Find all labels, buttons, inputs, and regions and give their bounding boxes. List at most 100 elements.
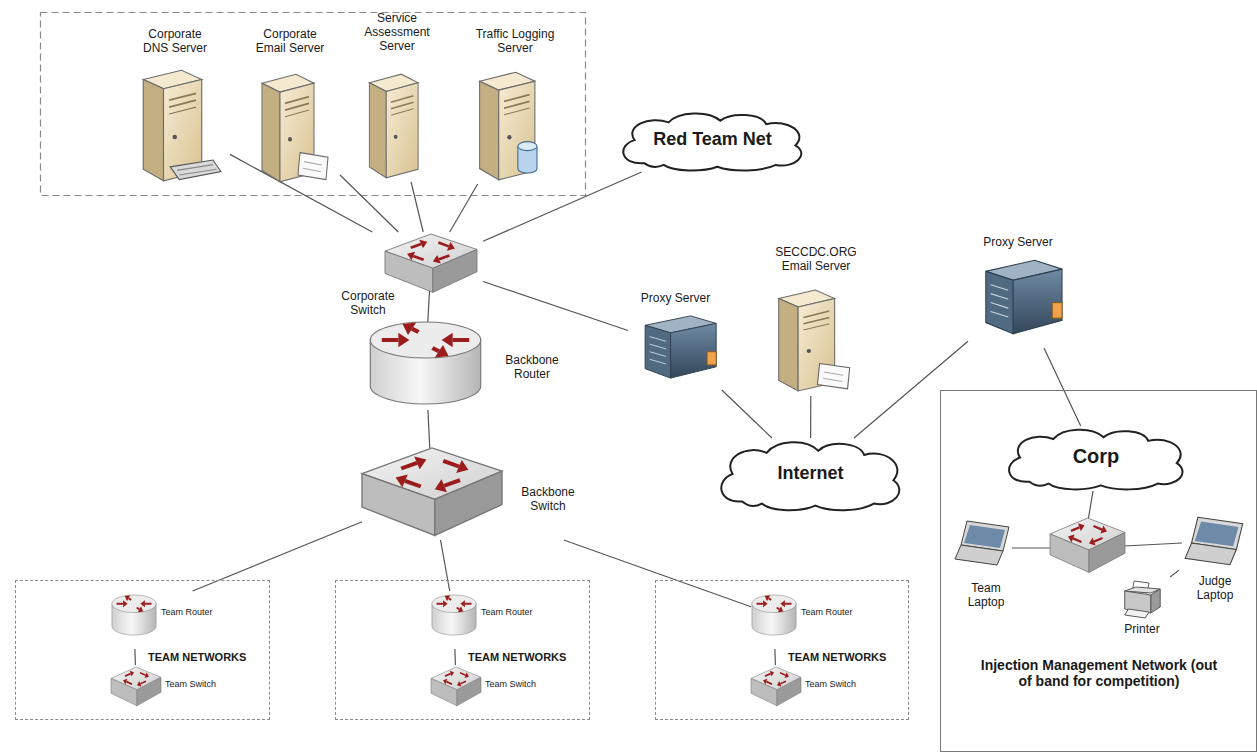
drawing-part (145, 603, 152, 605)
drawing-part (504, 95, 530, 102)
drawing-part (288, 137, 292, 141)
connector (1170, 570, 1179, 577)
connector (483, 282, 628, 331)
drawing-part (303, 168, 321, 171)
drawing-part (765, 595, 770, 601)
drawing-part (770, 671, 774, 677)
laptop-icon (1183, 515, 1247, 569)
node-label: Team Switch (485, 679, 549, 689)
drawing-part (465, 603, 472, 605)
connector-line (454, 649, 456, 665)
node-label: Corporate Email Server (252, 28, 328, 56)
drawing-part (170, 160, 221, 180)
node-label: Injection Management Network (out of ban… (976, 657, 1222, 689)
connector (774, 649, 776, 665)
sw-node: Team Switch (431, 665, 551, 719)
drawing-part (285, 110, 309, 117)
drawing-part (179, 169, 216, 175)
drawing-part (991, 285, 1009, 291)
drawing-part (460, 600, 464, 607)
drawing-part (432, 595, 476, 613)
drawing-part (817, 364, 849, 389)
node-label: Corporate DNS Server (137, 28, 213, 56)
drawing-part (403, 323, 417, 336)
drawing-part (123, 679, 127, 685)
drawing-part (126, 682, 132, 685)
drawing-part (382, 338, 399, 342)
drawing-part (1071, 527, 1079, 531)
drawing-part (443, 679, 447, 685)
connector (428, 410, 430, 448)
sw-icon (751, 667, 801, 707)
drawing-part (137, 677, 161, 706)
drawing-part (955, 545, 1003, 565)
drawing-part (444, 480, 460, 486)
drawing-part (173, 135, 178, 140)
server-icon (360, 72, 435, 180)
node-label: Team Router (801, 607, 869, 617)
drawing-part (757, 603, 764, 605)
drawing-part (765, 674, 771, 677)
drawing-part (405, 481, 421, 487)
drawing-part (778, 606, 783, 612)
node-label: Printer (1111, 623, 1173, 637)
sw-node: Team Switch (111, 665, 231, 719)
drawing-part (1089, 538, 1096, 546)
drawing-part (177, 165, 213, 171)
drawing-part (777, 608, 780, 610)
proxy-icon (976, 258, 1064, 336)
drawing-part (435, 471, 502, 535)
drawing-part (807, 349, 811, 353)
drawing-part (394, 135, 398, 139)
connector (722, 390, 772, 438)
sw-node: Corporate Switch (335, 232, 483, 321)
node-label: TEAM NETWORKS (468, 651, 586, 664)
connector-line (450, 184, 478, 232)
drawing-part (991, 294, 1009, 300)
sw-icon (111, 667, 161, 707)
sw-node: Backbone Switch (362, 448, 592, 540)
drawing-part (1151, 589, 1160, 613)
proxy-node: Proxy Server (628, 292, 726, 390)
serverKb-icon (132, 68, 222, 183)
drawing-part (779, 299, 798, 391)
router-node: Team Router (751, 591, 871, 649)
connector-line (774, 649, 776, 665)
connector (483, 172, 642, 241)
drawing-part (432, 348, 439, 351)
drawing-part (130, 671, 134, 677)
drawing-part (707, 352, 716, 365)
switch-arrows (1068, 523, 1107, 545)
drawing-part (140, 681, 146, 684)
sw-icon (385, 234, 477, 294)
drawing-part (442, 333, 453, 347)
drawing-part (650, 344, 666, 349)
group-box: TEAM NETWORKSTeam RouterTeam Switch (15, 580, 270, 720)
drawing-part (1100, 526, 1107, 534)
printer-node: Printer (1111, 577, 1176, 643)
drawing-part (413, 256, 423, 260)
drawing-part (447, 242, 455, 251)
drawing-part (412, 329, 419, 332)
node-label: Judge Laptop (1187, 575, 1243, 603)
drawing-part (824, 372, 843, 375)
drawing-part (433, 249, 477, 292)
drawing-part (504, 108, 530, 115)
drawing-part (1125, 609, 1149, 618)
serverPaper-icon (252, 72, 332, 184)
drawing-part (480, 81, 499, 180)
connector-line (441, 540, 450, 591)
drawing-part (1013, 269, 1062, 334)
drawing-part (140, 600, 144, 607)
drawing-part (431, 678, 457, 705)
drawing-part (1068, 534, 1075, 542)
group-box: TEAM NETWORKSTeam RouterTeam Switch (335, 580, 590, 720)
drawing-part (435, 479, 447, 492)
drawing-part (414, 456, 426, 469)
drawing-part (169, 100, 196, 107)
drawing-part (112, 595, 156, 613)
drawing-part (457, 677, 481, 706)
drawing-part (443, 600, 447, 607)
drawing-part (439, 255, 449, 259)
